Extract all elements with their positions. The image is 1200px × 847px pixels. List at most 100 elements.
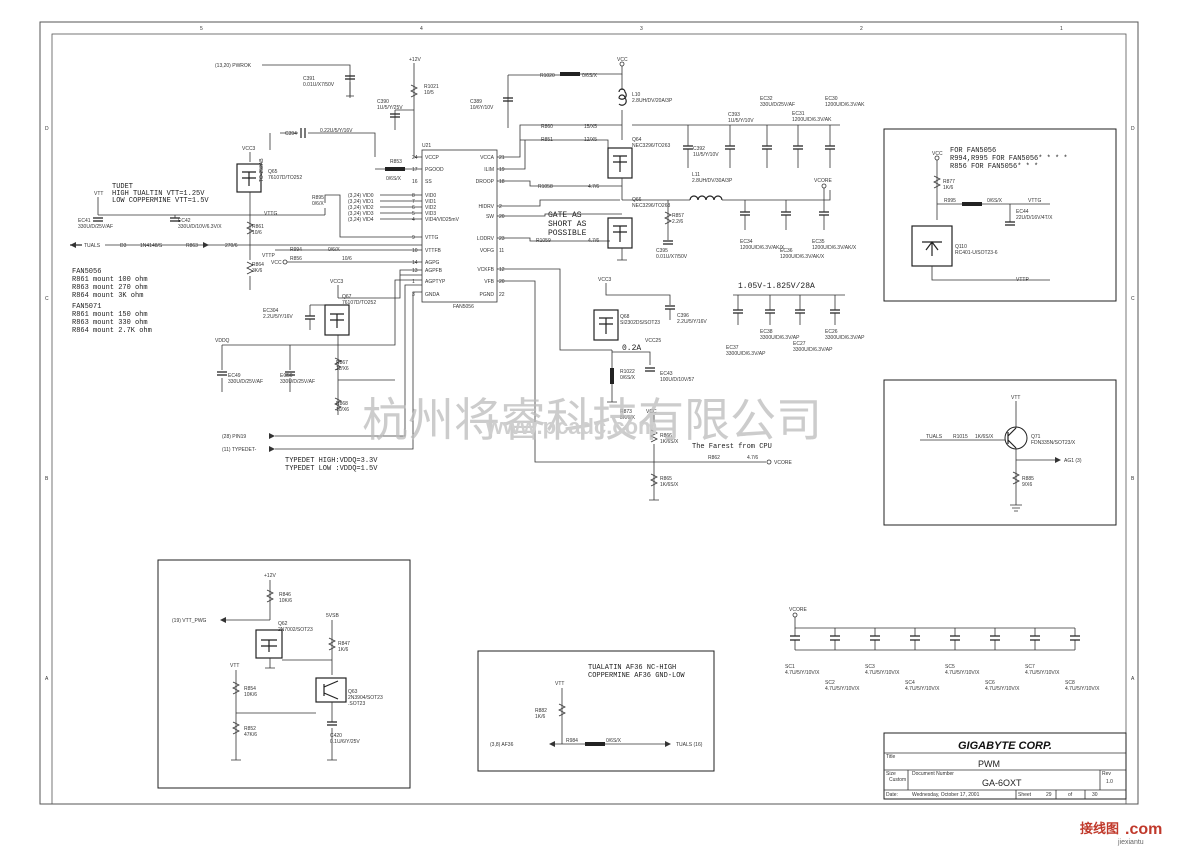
chip-right-pins: 21VCCA19ILIM18DROOP2HIDRV20SW23LODRV11VO… bbox=[476, 155, 505, 298]
wire bbox=[97, 197, 325, 216]
net-node bbox=[792, 612, 798, 618]
wire bbox=[497, 180, 622, 187]
note-fan-1: R861 mount 100 ohm bbox=[72, 276, 148, 284]
mosfet-q66-symbol bbox=[613, 225, 627, 242]
chip-pin-name: VID0 bbox=[425, 193, 436, 199]
label-r856: R856 bbox=[290, 256, 302, 262]
ground bbox=[649, 490, 659, 501]
value-d3: 1N4148/S bbox=[140, 243, 163, 249]
label-r1058: R1058 bbox=[538, 184, 553, 190]
resistor-r1021 bbox=[410, 84, 418, 98]
transistor-q63 bbox=[315, 677, 347, 703]
logo-sub: jiexiantu bbox=[1117, 839, 1144, 846]
cap-bank-mid bbox=[740, 200, 829, 230]
tualatin-r984v: 0/6S/X bbox=[606, 738, 622, 744]
chip-pin-number: 19 bbox=[499, 167, 505, 173]
net-vcc: VCC bbox=[617, 57, 628, 63]
cap-ec50 bbox=[285, 371, 295, 376]
chip-pin-number: 21 bbox=[499, 155, 505, 161]
wire bbox=[275, 291, 422, 450]
mosfet-q68-symbol bbox=[599, 317, 613, 334]
tualatin-af36: (3,8) AF36 bbox=[490, 742, 514, 748]
resistor-r852 bbox=[232, 721, 240, 735]
chip-pin-name: VCCA bbox=[480, 155, 495, 161]
wire bbox=[497, 268, 671, 351]
resistor-r864 bbox=[246, 261, 254, 275]
chip-pin-number: 16 bbox=[412, 179, 418, 185]
value-r860: 15/X5 bbox=[584, 124, 597, 130]
resistor-r853 bbox=[385, 167, 405, 171]
wire bbox=[744, 200, 825, 230]
cap-ec41 bbox=[93, 217, 103, 222]
arrow-af36 bbox=[549, 741, 555, 747]
decap-capacitor bbox=[830, 635, 840, 641]
panel-vtt-pwg bbox=[157, 559, 411, 789]
net-vid3: (3,24) VID3 bbox=[348, 211, 374, 217]
chip-pin-name: VID4/VID25mV bbox=[425, 217, 460, 223]
wire bbox=[235, 670, 316, 760]
row-letter: D bbox=[1131, 126, 1135, 132]
net-vid4: (3,24) VID4 bbox=[348, 217, 374, 223]
of-value: 30 bbox=[1092, 792, 1098, 798]
note-gate-2: SHORT AS bbox=[548, 220, 587, 229]
net-12v: +12V bbox=[409, 57, 421, 63]
row-letter: B bbox=[45, 476, 49, 482]
resistor-r877 bbox=[933, 175, 941, 189]
note-gate-1: GATE AS bbox=[548, 211, 582, 220]
chip-pin-name: PGND bbox=[480, 292, 495, 298]
chip-pin-number: 18 bbox=[499, 179, 505, 185]
cap-bank-bottom bbox=[733, 295, 840, 325]
note-fan-7: R864 mount 2.7K ohm bbox=[72, 327, 152, 335]
value-r1058: 4.7/6 bbox=[588, 184, 599, 190]
col-number: 5 bbox=[200, 26, 203, 32]
chip-pin-name: VFB bbox=[484, 279, 494, 285]
resistor-r861 bbox=[246, 221, 254, 235]
ground bbox=[607, 384, 617, 403]
logo-com: .com bbox=[1125, 821, 1162, 838]
mosfet-q67-symbol bbox=[330, 313, 344, 328]
resistor-r868 bbox=[334, 397, 342, 411]
ag1-out: AG1 (3) bbox=[1064, 458, 1082, 464]
value-r863: 270/6 bbox=[225, 243, 238, 249]
date-label: Date: bbox=[886, 792, 898, 798]
wire bbox=[722, 190, 831, 201]
resistor-r867 bbox=[334, 357, 342, 371]
net-node bbox=[821, 183, 827, 189]
decap-capacitor bbox=[870, 635, 880, 641]
resistor-r995 bbox=[962, 202, 982, 206]
decap-capacitor bbox=[790, 635, 800, 641]
chip-pin-name: VID3 bbox=[425, 211, 436, 217]
net-vttp: VTTP bbox=[262, 253, 275, 259]
note-fan-3: R864 mount 3K ohm bbox=[72, 292, 143, 300]
resistor-r847 bbox=[328, 637, 336, 651]
net-vcore-top: VCORE bbox=[814, 178, 832, 184]
arrow-tuals-out bbox=[665, 741, 671, 747]
net-typedet: (11) TYPEDET- bbox=[222, 447, 257, 453]
net-vcore-out: VCORE bbox=[774, 460, 792, 466]
watermark-logo: 接线图 .com jiexiantu bbox=[1080, 821, 1162, 846]
row-letter: A bbox=[45, 676, 49, 682]
chip-pin-name: GNDA bbox=[425, 292, 440, 298]
fan-note-2: R994,R995 FOR FAN5056* * * * bbox=[950, 155, 1068, 163]
cap-c396 bbox=[665, 305, 675, 310]
net-vcc-left: VCC bbox=[271, 260, 282, 266]
chip-pin-number: 7 bbox=[412, 199, 415, 205]
mosfet-q64 bbox=[607, 147, 633, 179]
pwg-12v: +12V bbox=[264, 573, 276, 579]
rev-label: Rev bbox=[1102, 771, 1111, 777]
chip-pin-number: 2 bbox=[499, 204, 502, 210]
chip-pin-name: AGPG bbox=[425, 260, 440, 266]
arrow-head bbox=[70, 242, 76, 248]
arrow-ag1 bbox=[1055, 457, 1061, 463]
